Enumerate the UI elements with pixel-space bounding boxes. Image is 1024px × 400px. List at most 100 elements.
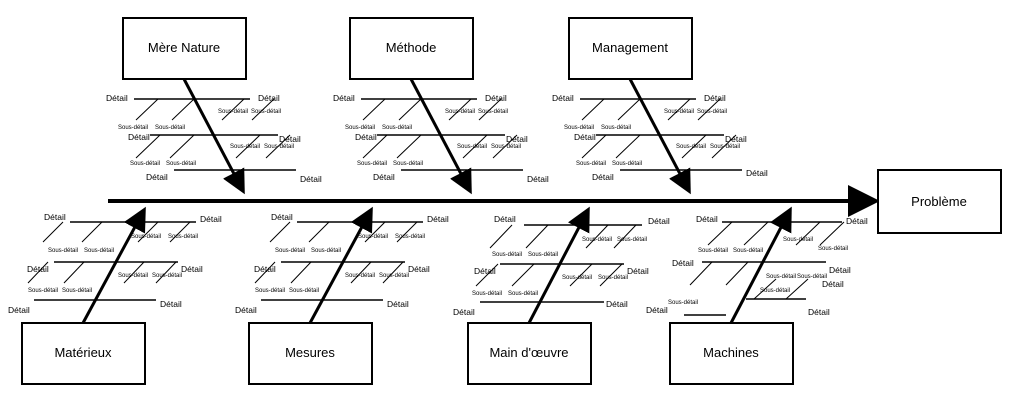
sub-detail-line [42, 221, 64, 243]
detail-label: Détail [725, 134, 747, 144]
sub-detail-label: Sous-détail [28, 288, 58, 294]
sub-detail-line [396, 221, 418, 243]
sub-detail-line [269, 221, 291, 243]
sub-detail-label: Sous-détail [766, 274, 796, 280]
category-label: Management [592, 40, 668, 55]
branch-machines: Détail Détail Détail Détail Détail Détai… [646, 206, 868, 324]
detail-label: Détail [200, 214, 222, 224]
sub-detail-line [171, 98, 195, 121]
sub-detail-label: Sous-détail [62, 288, 92, 294]
sub-detail-label: Sous-détail [311, 248, 341, 254]
sub-detail-label: Sous-détail [84, 248, 114, 254]
category-box [122, 17, 247, 80]
sub-detail-line [525, 224, 549, 249]
detail-label: Détail [146, 172, 168, 182]
problem-label: Problème [911, 194, 967, 209]
category-mere-nature[interactable]: Mère Nature [122, 17, 247, 80]
sub-detail-label: Sous-détail [251, 109, 281, 115]
branch-materieux: Détail Détail Détail Détail Détail Détai… [8, 206, 222, 324]
sub-detail-label: Sous-détail [289, 288, 319, 294]
sub-detail-line [398, 98, 422, 121]
sub-detail-label: Sous-détail [345, 125, 375, 131]
category-label: Matérieux [54, 345, 112, 360]
sub-detail-label: Sous-détail [131, 234, 161, 240]
sub-detail-line [681, 134, 707, 159]
detail-label: Détail [494, 214, 516, 224]
sub-detail-line [81, 221, 103, 243]
sub-detail-line [137, 221, 159, 243]
sub-detail-label: Sous-détail [152, 273, 182, 279]
category-mesures[interactable]: Mesures [248, 322, 373, 385]
detail-label: Détail [279, 134, 301, 144]
sub-detail-label: Sous-détail [130, 161, 160, 167]
sub-detail-label: Sous-détail [508, 291, 538, 297]
sub-detail-label: Sous-détail [491, 144, 521, 150]
sub-detail-label: Sous-détail [155, 125, 185, 131]
category-main-oeuvre[interactable]: Main d'œuvre [467, 322, 592, 385]
sub-detail-label: Sous-détail [275, 248, 305, 254]
sub-detail-label: Sous-détail [710, 144, 740, 150]
sub-detail-label: Sous-détail [528, 252, 558, 258]
sub-detail-label: Sous-détail [166, 161, 196, 167]
sub-detail-line [169, 134, 195, 159]
sub-detail-line [155, 261, 177, 284]
sub-detail-line [689, 261, 713, 286]
detail-label: Détail [160, 299, 182, 309]
detail-label: Détail [355, 132, 377, 142]
sub-detail-label: Sous-détail [564, 125, 594, 131]
category-machines[interactable]: Machines [669, 322, 794, 385]
category-box [248, 322, 373, 385]
branch-arrow [628, 78, 691, 195]
category-materieux[interactable]: Matérieux [21, 322, 146, 385]
sub-detail-label: Sous-détail [783, 237, 813, 243]
sub-detail-label: Sous-détail [255, 288, 285, 294]
sub-detail-label: Sous-détail [230, 144, 260, 150]
sub-detail-label: Sous-détail [668, 300, 698, 306]
sub-detail-line [585, 224, 609, 249]
category-methode[interactable]: Méthode [349, 17, 474, 80]
sub-detail-line [362, 98, 386, 121]
sub-detail-label: Sous-détail [382, 125, 412, 131]
detail-label: Détail [552, 93, 574, 103]
sub-detail-line [382, 261, 404, 284]
branch-arrow [308, 206, 373, 324]
detail-label: Détail [408, 264, 430, 274]
sub-detail-line [711, 134, 737, 159]
sub-detail-label: Sous-détail [698, 248, 728, 254]
category-label: Mesures [285, 345, 335, 360]
detail-label: Détail [808, 307, 830, 317]
sub-detail-line [613, 224, 637, 249]
sub-detail-line [707, 221, 733, 246]
branch-main-oeuvre: Détail Détail Détail Détail Détail Détai… [453, 206, 670, 324]
sub-detail-line [396, 134, 422, 159]
sub-detail-label: Sous-détail [393, 161, 423, 167]
detail-label: Détail [606, 299, 628, 309]
detail-label: Détail [474, 266, 496, 276]
detail-label: Détail [485, 93, 507, 103]
sub-detail-label: Sous-détail [733, 248, 763, 254]
sub-detail-line [448, 98, 472, 121]
sub-detail-label: Sous-détail [676, 144, 706, 150]
sub-detail-line [492, 134, 518, 159]
sub-detail-label: Sous-détail [118, 273, 148, 279]
sub-detail-label: Sous-détail [562, 275, 592, 281]
sub-detail-line [63, 261, 85, 284]
sub-detail-label: Sous-détail [168, 234, 198, 240]
branch-arrow [182, 78, 245, 195]
sub-detail-line [475, 263, 499, 287]
problem-head[interactable]: Problème [877, 169, 1002, 234]
sub-detail-line [743, 221, 769, 246]
detail-label: Détail [235, 305, 257, 315]
category-management[interactable]: Management [568, 17, 693, 80]
detail-label: Détail [592, 172, 614, 182]
sub-detail-line [615, 134, 641, 159]
category-label: Mère Nature [148, 40, 220, 55]
sub-detail-label: Sous-détail [357, 161, 387, 167]
detail-label: Détail [271, 212, 293, 222]
sub-detail-label: Sous-détail [118, 125, 148, 131]
sub-detail-line [697, 98, 721, 121]
sub-detail-line [235, 134, 261, 159]
branch-arrow [729, 206, 792, 324]
sub-detail-label: Sous-détail [760, 288, 790, 294]
sub-detail-label: Sous-détail [457, 144, 487, 150]
